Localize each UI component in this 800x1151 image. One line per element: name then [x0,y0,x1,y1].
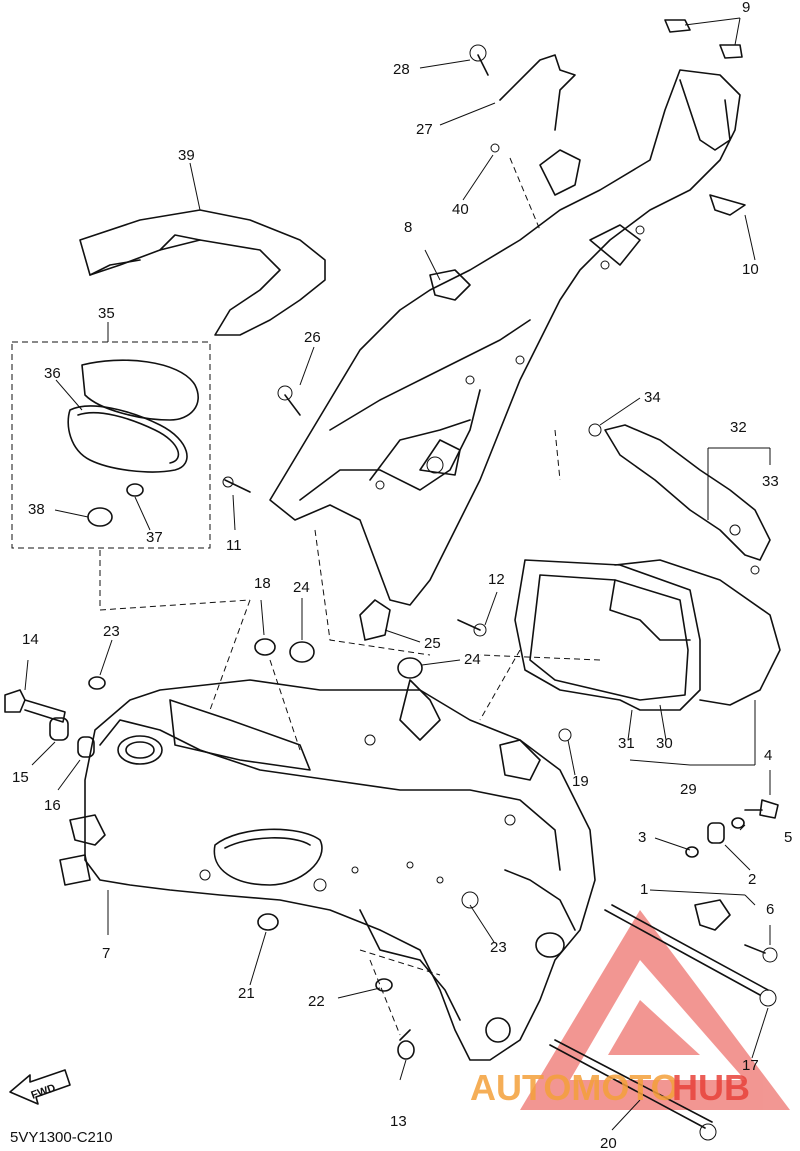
forward-arrow-icon: FWD [9,1069,71,1105]
main-frame [59,679,596,1061]
callout-40: 40 [452,201,469,218]
callout-28: 28 [393,61,410,78]
callout-2: 2 [748,871,756,888]
callout-35: 35 [98,305,115,322]
callout-19: 19 [572,773,589,790]
callout-7: 7 [102,945,110,962]
callout-5: 5 [784,829,792,846]
callout-10: 10 [742,261,759,278]
callout-14: 14 [22,631,39,648]
callout-38: 38 [28,501,45,518]
callout-16: 16 [44,797,61,814]
callout-22: 22 [308,993,325,1010]
callout-11: 11 [226,537,242,554]
battery-box [514,559,781,711]
callout-26: 26 [304,329,321,346]
callout-18: 18 [254,575,271,592]
rear-guard [79,209,326,336]
callout-labels: 1 2 3 4 5 6 7 8 9 10 11 12 13 14 15 16 1… [12,0,792,1151]
callout-23b: 23 [490,939,507,956]
side-cover [604,424,771,561]
callout-9: 9 [742,0,750,16]
callout-32: 32 [730,419,747,436]
callout-8: 8 [404,219,412,236]
callout-23a: 23 [103,623,120,640]
leader-lines [24,17,771,1131]
callout-33: 33 [762,473,779,490]
callout-6: 6 [766,901,774,918]
callout-4: 4 [764,747,772,764]
callout-27: 27 [416,121,433,138]
watermark-logo [520,910,790,1110]
watermark-word-b: HUB [672,1067,750,1108]
callout-30: 30 [656,735,673,752]
callout-24b: 24 [464,651,481,668]
callout-17: 17 [742,1057,759,1074]
callout-25: 25 [424,635,441,652]
callout-24a: 24 [293,579,310,596]
callout-3: 3 [638,829,646,846]
callout-29: 29 [680,781,697,798]
callout-37: 37 [146,529,163,546]
callout-36: 36 [44,365,61,382]
watermark-word-a: AUTOMOTO [470,1067,679,1108]
rear-subframe [269,69,741,641]
watermark-text: AUTOMOTO HUB [470,1067,750,1108]
callout-15: 15 [12,769,29,786]
fwd-label: FWD [30,1082,58,1102]
callout-13: 13 [390,1113,407,1130]
callout-39: 39 [178,147,195,164]
diagram-code: 5VY1300-C210 [10,1129,113,1146]
callout-21: 21 [238,985,255,1002]
cover-assembly-box [11,341,211,549]
callout-1: 1 [640,881,648,898]
callout-12: 12 [488,571,505,588]
callout-34: 34 [644,389,661,406]
callout-31: 31 [618,735,635,752]
callout-20: 20 [600,1135,617,1151]
hardware [4,19,779,1141]
